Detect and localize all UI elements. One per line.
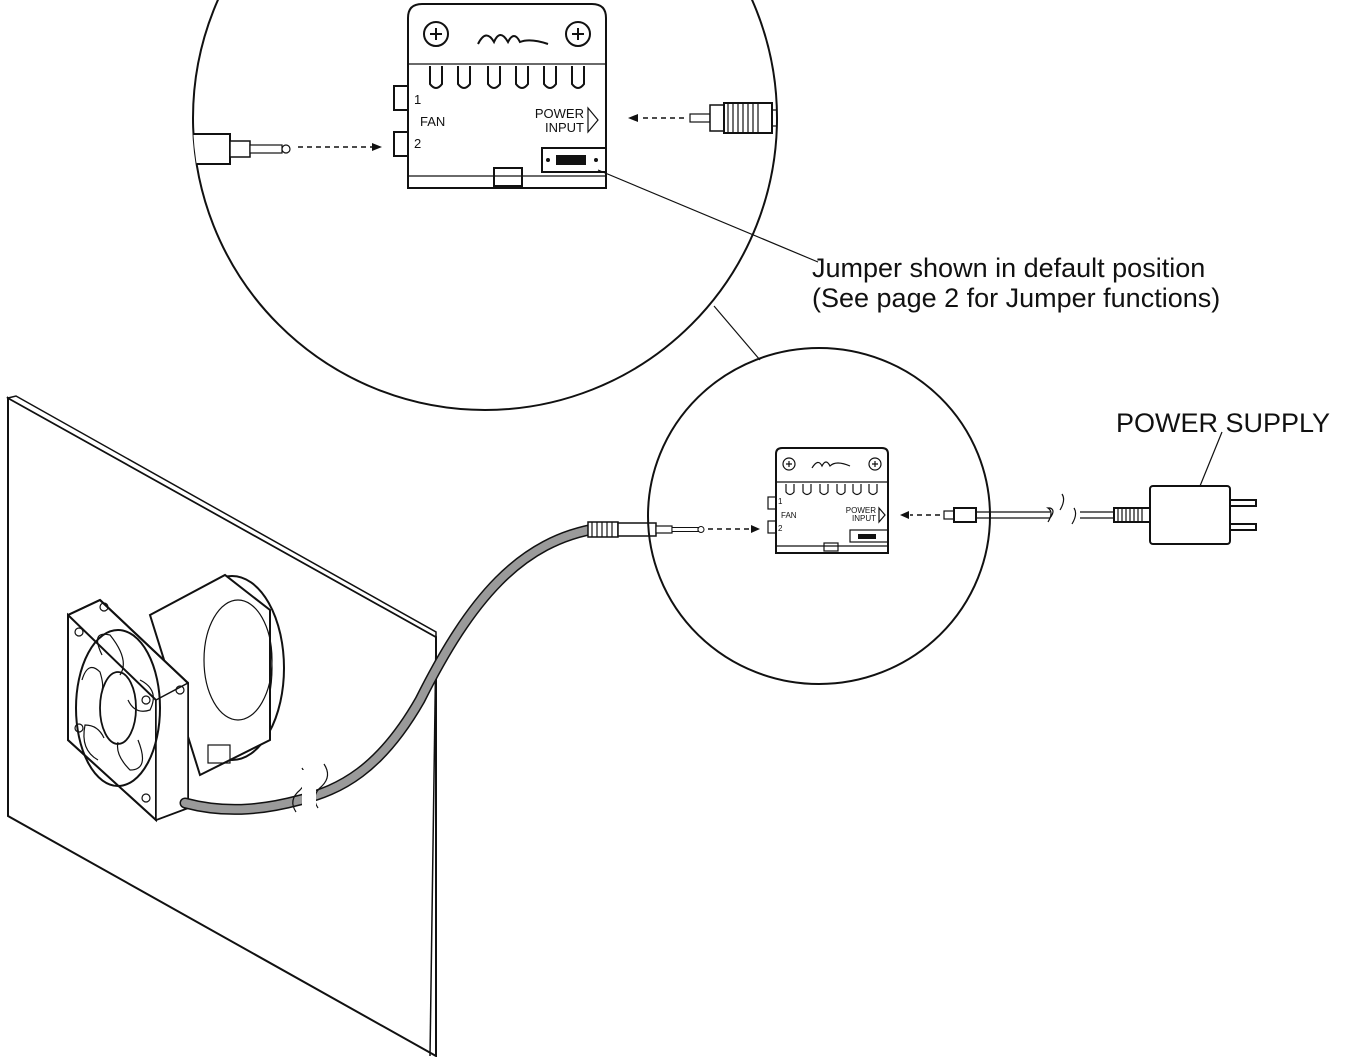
power-label-1: POWER xyxy=(535,106,584,121)
detail-circle-small xyxy=(647,347,991,685)
port1-label: 1 xyxy=(414,92,421,107)
power-label-small-2: INPUT xyxy=(852,514,876,523)
power-supply xyxy=(1059,431,1257,545)
port2-label: 2 xyxy=(414,136,421,151)
jumper-note-line2: (See page 2 for Jumper functions) xyxy=(812,283,1220,313)
zoom-leader-line xyxy=(713,305,761,361)
fan-label: FAN xyxy=(420,114,445,129)
fan-plug-zoomed xyxy=(193,133,291,165)
cooling-fan xyxy=(67,573,285,823)
power-plug-small xyxy=(943,507,1054,523)
jumper-leader-line xyxy=(597,169,819,263)
controller-module-zoomed: 1 FAN 2 POWER INPUT xyxy=(393,3,607,189)
fan-cable xyxy=(179,521,760,815)
fan-plug xyxy=(587,521,705,538)
port2-label-small: 2 xyxy=(778,524,783,533)
controller-module-small: 1 FAN 2 POWER INPUT xyxy=(767,447,889,554)
power-plug-zoomed xyxy=(689,102,777,134)
power-label-2: INPUT xyxy=(545,120,584,135)
port1-label-small: 1 xyxy=(778,497,783,506)
power-supply-label: POWER SUPPLY xyxy=(1116,408,1330,438)
jumper-note-line1: Jumper shown in default position xyxy=(812,253,1205,283)
power-label-small-1: POWER xyxy=(846,506,876,515)
fan-label-small: FAN xyxy=(781,511,797,520)
detail-circle-large: 1 FAN 2 POWER INPUT xyxy=(192,0,778,411)
